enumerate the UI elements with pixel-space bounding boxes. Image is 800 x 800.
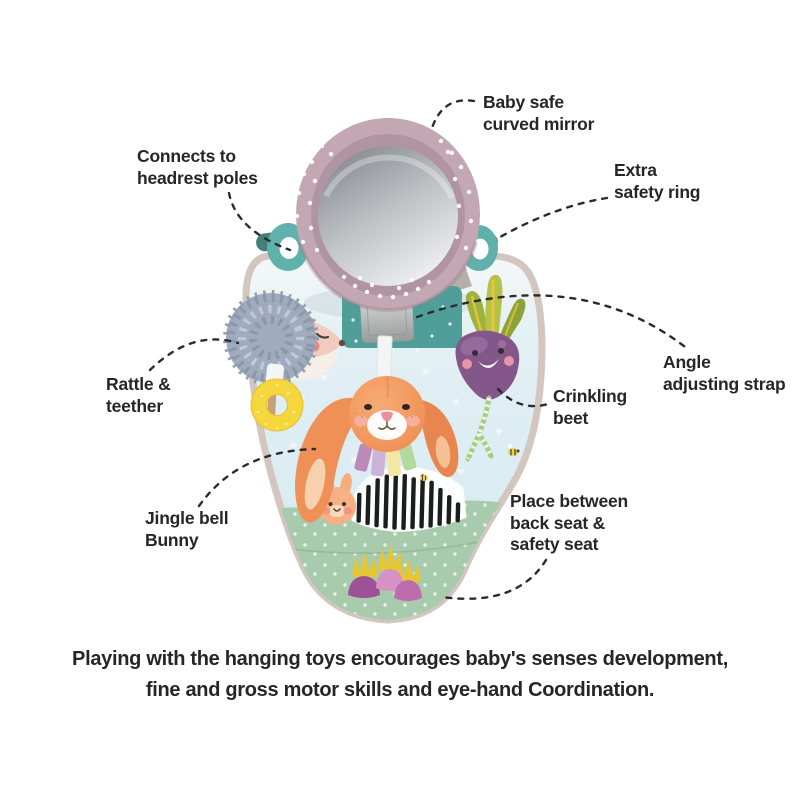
label-rattle-teether: Rattle & teether: [106, 374, 171, 416]
svg-text:♥: ♥: [457, 464, 465, 479]
svg-text:♥: ♥: [290, 438, 298, 453]
beet-rope: [465, 395, 494, 462]
leader-line-crinkling-beet: [496, 387, 550, 408]
svg-text:♥: ♥: [452, 394, 460, 409]
teether-ring: [250, 378, 304, 432]
beet-toy: [455, 274, 526, 462]
label-baby-safe-mirror: Baby safe curved mirror: [483, 92, 595, 134]
caption-text: Playing with the hanging toys encourages…: [72, 648, 728, 701]
leader-line-connects-headrest: [227, 191, 292, 252]
leader-lines: [148, 99, 691, 600]
label-connects-headrest: Connects to headrest poles: [137, 146, 258, 188]
mirror: [294, 118, 480, 312]
label-extra-safety-ring: Extra safety ring: [614, 160, 701, 202]
label-crinkling-beet: Crinkling beet: [553, 386, 628, 428]
bee-print: [420, 443, 520, 481]
beets-print: [348, 545, 422, 601]
leader-line-extra-safety-ring: [498, 196, 609, 239]
toy-panel: ♥♥ ♥♥ ♥♥ ♥♥ ♥♥: [232, 256, 560, 660]
leader-line-jingle-bell-bunny: [197, 447, 317, 508]
svg-text:♥: ♥: [320, 370, 328, 385]
svg-text:♥: ♥: [422, 364, 430, 379]
leader-line-place-between-seats: [440, 558, 548, 600]
label-place-between-seats: Place between back seat & safety seat: [510, 491, 629, 555]
bunny-toy: [295, 335, 459, 523]
svg-text:♥: ♥: [495, 424, 503, 439]
label-jingle-bell-bunny: Jingle bell Bunny: [145, 508, 229, 550]
hedgehog-rattle: [223, 290, 346, 432]
leader-line-baby-safe-mirror: [430, 99, 476, 130]
mirror-frame-dots: [294, 138, 474, 300]
ribbon-tags: [354, 443, 417, 477]
mirror-glass: [318, 146, 458, 286]
leader-line-rattle-teether: [148, 338, 240, 372]
fence-print: [351, 466, 467, 532]
label-angle-adjusting-strap: Angle adjusting strap: [663, 352, 786, 394]
leader-line-angle-adjusting-strap: [415, 294, 691, 352]
svg-text:♥: ♥: [350, 452, 358, 467]
